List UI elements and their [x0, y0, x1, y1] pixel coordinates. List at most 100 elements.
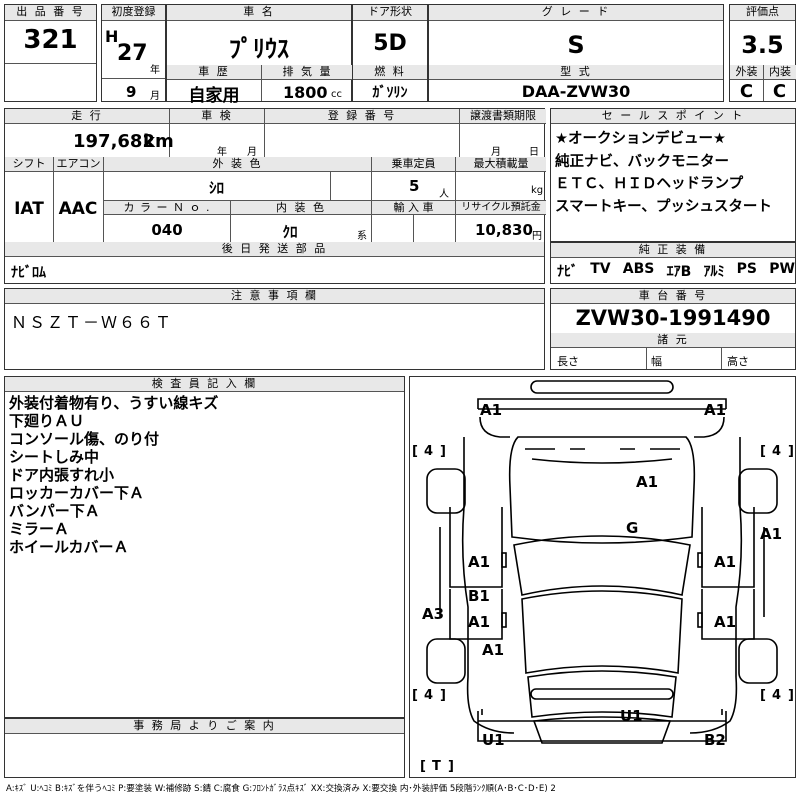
first-reg-year: 27 [117, 41, 148, 66]
inspection-month-unit: 月 [247, 147, 257, 158]
transfer-month-unit: 月 [491, 147, 501, 158]
mark-rear-left: U1 [482, 731, 505, 749]
capacity: 5 [409, 177, 420, 195]
mark-left-rear-door-b: B1 [468, 587, 490, 605]
equipment-box: 純 正 装 備 ﾅﾋﾞ TV ABS ｴｱB ｱﾙﾐ PS PW [550, 242, 796, 284]
later-parts-label: 後 日 発 送 部 品 [5, 242, 544, 257]
inspector-note-line: 外装付着物有り、うすい線キズ [9, 394, 219, 412]
mark-left-front-door: A1 [468, 553, 490, 571]
car-name: ﾌﾟﾘｳｽ [229, 35, 289, 63]
int-color-unit: 系 [357, 231, 367, 242]
doors: 5D [373, 31, 407, 56]
year-unit: 年 [150, 65, 160, 76]
score: 3.5 [741, 31, 784, 59]
fuel-label: 燃 料 [353, 65, 427, 80]
score-box: 評価点 3.5 外装 内装 C C [729, 4, 796, 102]
inspector-note-line: バンパー下Ａ [9, 502, 100, 520]
exterior-label: 外装 [730, 65, 763, 80]
import-label: 輸 入 車 [371, 201, 455, 215]
transfer-label: 譲渡書類期限 [459, 109, 546, 124]
inspection-label: 車 検 [169, 109, 264, 124]
mark-right-front-door: A1 [714, 553, 736, 571]
sales-point-line: 純正ナビ、バックモニター [555, 153, 729, 170]
color-no: 040 [151, 221, 183, 239]
sales-point-line: ★オークションデビュー★ [555, 131, 726, 147]
width-label: 幅 [651, 355, 662, 368]
shift: IAT [14, 199, 44, 219]
tire-fr-mark: 4 [772, 444, 781, 459]
tire-fl-bracket-left: [ [412, 444, 418, 459]
notes-box: 注 意 事 項 欄 ＮＳＺＴ－Ｗ６６Ｔ [4, 288, 545, 370]
length-label: 長さ [557, 355, 579, 368]
tire-rl-bracket-right: ] [440, 688, 446, 703]
tire-rr-bracket-right: ] [788, 688, 794, 703]
office-label: 事 務 局 よ り ご 案 内 [5, 719, 404, 734]
interior-label: 内装 [763, 65, 796, 80]
score-label: 評価点 [730, 5, 795, 21]
reg-number-label: 登 録 番 号 [264, 109, 459, 124]
int-color-label: 内 装 色 [230, 201, 371, 215]
history: 自家用 [188, 86, 240, 106]
equipment-label: 純 正 装 備 [551, 243, 795, 258]
mark-rear-center: U1 [620, 707, 643, 725]
grade-label: グ レ ー ド [429, 5, 723, 21]
capacity-unit: 人 [439, 189, 449, 200]
equipment-item: ｴｱB [666, 264, 692, 280]
first-registration-box: 初度登録 H 27 年 9 月 [101, 4, 166, 102]
capacity-label: 乗車定員 [371, 157, 455, 172]
first-reg-month: 9 [126, 83, 137, 101]
fuel: ｶﾞｿﾘﾝ [372, 85, 408, 101]
doors-label: ドア形状 [353, 5, 427, 21]
sales-point-line: スマートキー、プッシュスタート [555, 198, 772, 215]
car-damage-diagram: [ 4 ] [ 4 ] [ 4 ] [ 4 ] [ T ] A1 A1 A1 G… [412, 380, 794, 774]
inspector-note-line: ホイールカバーＡ [9, 538, 129, 556]
tire-rl-bracket-left: [ [412, 688, 418, 703]
first-reg-label: 初度登録 [102, 5, 165, 21]
mileage: 197,682 [73, 131, 155, 152]
spare-mark: T [432, 759, 441, 774]
lot-number-label: 出 品 番 号 [5, 5, 96, 21]
equipment-item: ﾅﾋﾞ [557, 264, 578, 280]
inspector-note-line: ミラーＡ [9, 520, 70, 538]
equipment-item: ｱﾙﾐ [703, 264, 725, 280]
equipment-item: TV [590, 261, 611, 277]
tire-rr-mark: 4 [772, 688, 781, 703]
mark-windshield: G [626, 519, 638, 537]
displacement: 1800 [283, 83, 328, 102]
exterior-score: C [739, 81, 754, 102]
tire-fr-bracket-right: ] [788, 444, 794, 459]
ext-color-label: 外 装 色 [103, 157, 371, 172]
equipment-item: PS [736, 261, 758, 277]
tire-fr-bracket-left: [ [760, 444, 766, 459]
mark-right-front-fender: A1 [760, 525, 782, 543]
inspector-note-line: 下廻りＡＵ [9, 412, 85, 430]
ext-color: ｼﾛ [208, 179, 224, 197]
chassis-label: 車 台 番 号 [551, 289, 795, 304]
chassis-number: ZVW30-1991490 [575, 306, 771, 330]
inspector-label: 検 査 員 記 入 欄 [5, 377, 404, 392]
equipment-list: ﾅﾋﾞ TV ABS ｴｱB ｱﾙﾐ PS PW [557, 261, 795, 281]
lot-number: 321 [23, 25, 78, 55]
car-name-box: 車 名 ﾌﾟﾘｳｽ 車 歴 排 気 量 自家用 1800 cc [166, 4, 353, 106]
max-load-unit: kg [531, 185, 544, 196]
era: H [105, 27, 119, 46]
notes-text: ＮＳＺＴ－Ｗ６６Ｔ [11, 313, 174, 332]
ac: AAC [58, 199, 98, 219]
notes-label: 注 意 事 項 欄 [5, 289, 544, 304]
ac-label: エアコン [53, 157, 103, 172]
office-box: 事 務 局 よ り ご 案 内 [4, 718, 405, 778]
sales-points-label: セ ー ル ス ポ イ ン ト [551, 109, 795, 124]
equipment-item: PW [769, 261, 795, 277]
legend: A:ｷｽﾞ U:ﾍｺﾐ B:ｷｽﾞを伴うﾍｺﾐ P:要塗装 W:補修跡 S:錆 … [6, 784, 556, 794]
specs-label: 諸 元 [551, 333, 795, 348]
color-no-label: カ ラ ー Ｎ ｏ . [104, 201, 230, 215]
equipment-item: ABS [622, 261, 655, 277]
inspector-note-line: コンソール傷、のり付 [9, 430, 160, 448]
mark-front-left: A1 [480, 401, 502, 419]
month-unit: 月 [150, 91, 160, 102]
info-block: 走 行 車 検 登 録 番 号 譲渡書類期限 197,682 km 年 月 月 … [4, 108, 546, 284]
inspector-note-line: ロッカーカバー下Ａ [9, 484, 145, 502]
